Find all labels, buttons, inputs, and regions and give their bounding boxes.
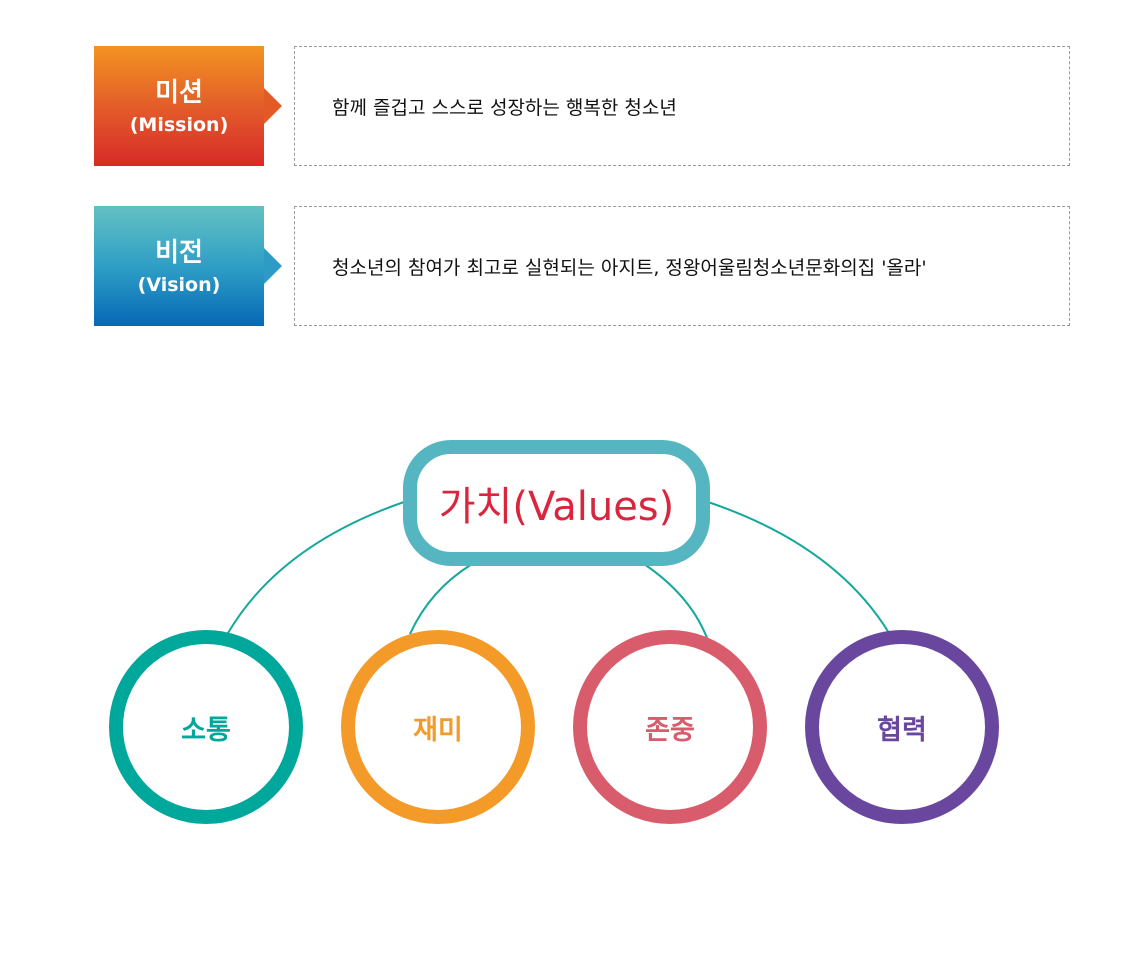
value-circle-cooperation: 협력 <box>805 630 999 824</box>
vision-statement: 청소년의 참여가 최고로 실현되는 아지트, 정왕어울림청소년문화의집 '올라' <box>294 206 1070 326</box>
value-circle-communication: 소통 <box>109 630 303 824</box>
connector-line <box>227 501 405 634</box>
value-label: 소통 <box>181 714 231 746</box>
connector-line <box>707 501 890 634</box>
arrow-right-icon <box>264 88 282 124</box>
value-circle-respect: 존중 <box>573 630 767 824</box>
value-circle-fun: 재미 <box>341 630 535 824</box>
value-label: 존중 <box>645 714 695 746</box>
connector-line <box>643 563 708 639</box>
vision-subtitle: (Vision) <box>137 274 221 296</box>
mission-subtitle: (Mission) <box>129 114 229 136</box>
mission-text: 함께 즐겁고 스스로 성장하는 행복한 청소년 <box>332 96 677 119</box>
vision-label: 비전 (Vision) <box>94 206 282 326</box>
value-label: 협력 <box>877 714 927 746</box>
vision-title: 비전 <box>155 238 203 268</box>
values-title-box: 가치(Values) <box>403 440 710 566</box>
arrow-right-icon <box>264 248 282 284</box>
values-title: 가치(Values) <box>438 484 675 530</box>
mission-statement: 함께 즐겁고 스스로 성장하는 행복한 청소년 <box>294 46 1070 166</box>
connector-line <box>409 563 473 635</box>
value-label: 재미 <box>413 714 463 746</box>
vision-text: 청소년의 참여가 최고로 실현되는 아지트, 정왕어울림청소년문화의집 '올라' <box>332 256 927 279</box>
mission-label: 미션 (Mission) <box>94 46 282 166</box>
mission-title: 미션 <box>155 78 203 108</box>
